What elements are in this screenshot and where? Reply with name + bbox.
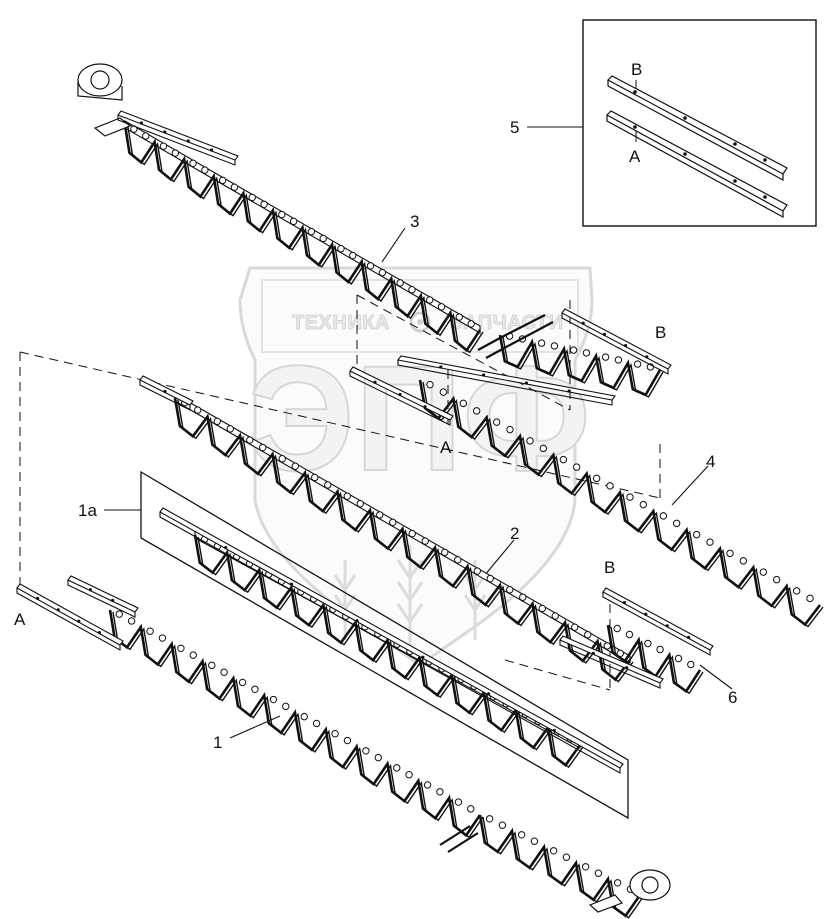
plate-2 — [139, 375, 194, 411]
knife-head-top — [77, 63, 132, 137]
callout-3: 3 — [410, 212, 419, 231]
label-a-left: A — [14, 610, 26, 629]
callout-6: 6 — [728, 688, 737, 707]
label-b-inset: B — [631, 60, 642, 79]
break-mark-top — [477, 314, 554, 359]
plate-upper-a — [349, 366, 454, 426]
plate-right-b — [602, 587, 714, 656]
knife-section-4 — [418, 379, 824, 628]
assembly-box-1a — [140, 470, 629, 820]
knife-section-3-upper — [123, 120, 484, 354]
callout-1a: 1a — [78, 501, 97, 520]
label-b-right: B — [604, 558, 615, 577]
inset-box-item-5: B A — [582, 19, 817, 227]
plate-1a — [159, 507, 624, 774]
plate-upper-b — [561, 308, 672, 375]
plate-2-end — [559, 635, 664, 689]
leader-lines — [104, 126, 733, 739]
plate-upper-mid — [397, 355, 616, 406]
plate-left-1 — [67, 575, 139, 618]
callout-2: 2 — [510, 524, 519, 543]
knife-head-bottom — [588, 869, 671, 913]
gear-icon — [409, 311, 431, 333]
loose-plates — [16, 110, 714, 774]
knife-section-bottom-end — [478, 814, 644, 919]
callout-labels: 5 3 4 2 1a 1 6 B A A B — [14, 118, 737, 752]
callout-4: 4 — [706, 452, 715, 471]
break-mark-bottom — [439, 825, 479, 853]
knife-section-2 — [173, 393, 634, 683]
callout-5: 5 — [510, 118, 519, 137]
plate-left-a — [16, 583, 124, 651]
spacer-plate-a — [606, 110, 788, 219]
plate-top-head — [117, 110, 239, 166]
watermark-text-left: ТЕХНИКА — [292, 312, 390, 334]
knife-section-1 — [108, 609, 484, 839]
spacer-plate-b — [607, 75, 788, 182]
callout-1: 1 — [213, 733, 222, 752]
label-a-inset: A — [629, 147, 641, 166]
label-a-upper: A — [440, 438, 452, 457]
label-b-upper: B — [655, 323, 666, 342]
